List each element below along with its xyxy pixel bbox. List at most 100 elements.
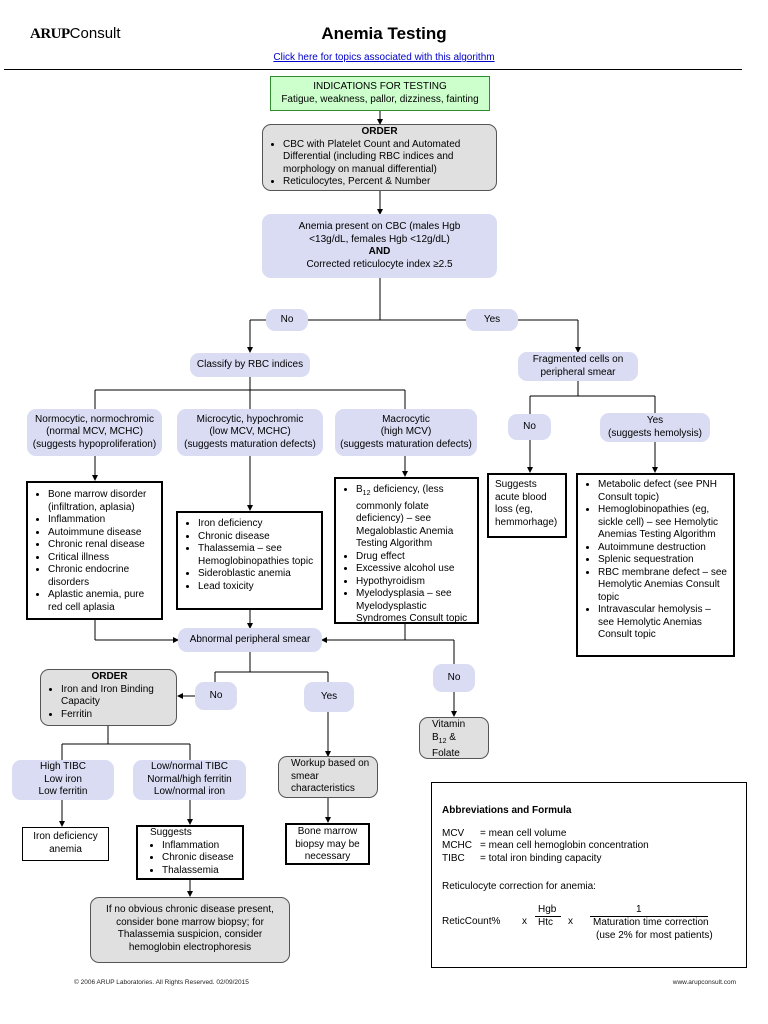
- macrocytic-l2: (high MCV): [380, 426, 432, 438]
- list-item: Myelodysplasia – see Myelodysplastic Syn…: [356, 588, 473, 626]
- b12-post: deficiency, (less commonly folate defici…: [356, 484, 454, 549]
- list-item: Thalassemia – see Hemoglobinopathies top…: [198, 543, 317, 568]
- vitamin-l3: Folate: [432, 748, 460, 759]
- microcytic-causes-box: Iron deficiency Chronic disease Thalasse…: [176, 511, 323, 610]
- abbrev-term: MCHC: [442, 840, 472, 851]
- acute-blood-loss-box: Suggests acute blood loss (eg, hemmorhag…: [487, 473, 567, 538]
- abbrev-def: = mean cell hemoglobin concentration: [480, 840, 649, 851]
- macrocytic-causes-box: B12 deficiency, (less commonly folate de…: [334, 477, 479, 624]
- list-item: Inflammation: [162, 840, 238, 853]
- microcytic-l2: (low MCV, MCHC): [209, 426, 291, 438]
- indications-box: INDICATIONS FOR TESTING Fatigue, weaknes…: [270, 76, 490, 111]
- high-tibc-l3: Low ferritin: [38, 786, 88, 798]
- microcytic-l1: Microcytic, hypochromic: [196, 413, 304, 425]
- normocytic-box: Normocytic, normochromic (normal MCV, MC…: [27, 409, 162, 456]
- vitamin-l1: Vitamin: [432, 719, 466, 730]
- list-item: Chronic renal disease: [48, 539, 157, 552]
- list-item: Drug effect: [356, 551, 473, 564]
- hemolysis-causes-box: Metabolic defect (see PNH Consult topic)…: [576, 473, 735, 657]
- list-item: Thalassemia: [162, 865, 238, 878]
- list-item: RBC membrane defect – see Hemolytic Anem…: [598, 567, 729, 605]
- page-title: Anemia Testing: [321, 24, 447, 43]
- abbrev-title: Abbreviations and Formula: [442, 805, 572, 816]
- list-item: Bone marrow disorder (infiltration, apla…: [48, 489, 157, 514]
- vit-b-sub: 12: [438, 737, 447, 745]
- indications-text: Fatigue, weakness, pallor, dizziness, fa…: [281, 93, 479, 105]
- yes-label: Yes: [466, 309, 518, 331]
- frac-line-1: [535, 915, 561, 917]
- list-item: CBC with Platelet Count and Automated Di…: [283, 139, 490, 177]
- suggests-list: Inflammation Chronic disease Thalassemia: [150, 840, 238, 878]
- b12-pre: B: [356, 484, 363, 495]
- topics-link[interactable]: Click here for topics associated with th…: [273, 52, 495, 63]
- low-tibc-l3: Low/normal iron: [153, 786, 226, 798]
- retic-title: Reticulocyte correction for anemia:: [442, 881, 596, 892]
- yes-hemolysis-box: Yes (suggests hemolysis): [600, 413, 710, 442]
- htc: Htc: [538, 916, 553, 928]
- vitamin-box: Vitamin B12 & Folate: [419, 717, 489, 759]
- list-item: Ferritin: [61, 709, 172, 722]
- low-tibc-l2: Normal/high ferritin: [147, 773, 232, 785]
- list-item: Autoimmune disease: [48, 527, 157, 540]
- list-item: Excessive alcohol use: [356, 563, 473, 576]
- vitamin-no-label: No: [433, 664, 475, 692]
- abbrev-row: TIBC= total iron binding capacity: [442, 853, 736, 866]
- macrocytic-l3: (suggests maturation defects): [340, 438, 472, 450]
- normocytic-l2: (normal MCV, MCHC): [46, 426, 143, 438]
- no-label: No: [266, 309, 308, 331]
- list-item: Chronic endocrine disorders: [48, 564, 157, 589]
- header-divider: [4, 69, 742, 70]
- normocytic-l3: (suggests hypoproliferation): [32, 438, 157, 450]
- list-item: Chronic disease: [198, 531, 317, 544]
- macrocytic-box: Macrocytic (high MCV) (suggests maturati…: [335, 409, 477, 456]
- abbrev-rows: MCV= mean cell volume MCHC = mean cell he…: [442, 828, 736, 866]
- logo: ARUPConsult: [30, 25, 121, 43]
- abbrev-term: TIBC: [442, 852, 465, 864]
- footer-url: www.arupconsult.com: [672, 979, 736, 986]
- normocytic-l1: Normocytic, normochromic: [35, 413, 154, 425]
- yes-hemolysis-l1: Yes: [646, 415, 664, 426]
- abbrev-row: MCV= mean cell volume: [442, 828, 736, 841]
- retic-label: ReticCount%: [442, 915, 501, 927]
- list-item: Aplastic anemia, pure red cell aplasia: [48, 589, 157, 614]
- list-item: Intravascular hemolysis – see Hemolytic …: [598, 604, 729, 642]
- times-2: x: [568, 915, 573, 927]
- high-tibc-box: High TIBC Low iron Low ferritin: [12, 760, 114, 800]
- normocytic-causes-box: Bone marrow disorder (infiltration, apla…: [26, 481, 163, 620]
- one: 1: [636, 903, 642, 915]
- indications-title: INDICATIONS FOR TESTING: [313, 81, 447, 92]
- suggests-title: Suggests: [150, 827, 192, 838]
- order-iron-box: ORDER Iron and Iron Binding Capacity Fer…: [40, 669, 177, 726]
- anemia-present-box: Anemia present on CBC (males Hgb <13g/dL…: [262, 214, 497, 278]
- list-item: Iron and Iron Binding Capacity: [61, 684, 172, 709]
- list-item: Splenic sequestration: [598, 554, 729, 567]
- vit-b-pre: B: [432, 731, 439, 743]
- microcytic-box: Microcytic, hypochromic (low MCV, MCHC) …: [177, 409, 323, 456]
- list-item: Metabolic defect (see PNH Consult topic): [598, 479, 729, 504]
- hemolysis-causes-list: Metabolic defect (see PNH Consult topic)…: [584, 479, 729, 642]
- logo-strong: ARUP: [30, 26, 70, 42]
- list-item: Sideroblastic anemia: [198, 568, 317, 581]
- list-item: Inflammation: [48, 514, 157, 527]
- smear-no-label: No: [195, 682, 237, 710]
- logo-light: Consult: [69, 25, 121, 42]
- times-1: x: [522, 915, 527, 927]
- fragmented-cells-box: Fragmented cells on peripheral smear: [518, 352, 638, 381]
- suggests-box: Suggests Inflammation Chronic disease Th…: [136, 825, 244, 880]
- list-item: Critical illness: [48, 552, 157, 565]
- bone-marrow-box: Bone marrow biopsy may be necessary: [285, 823, 370, 865]
- order-iron-list: Iron and Iron Binding Capacity Ferritin: [47, 684, 172, 722]
- high-tibc-l2: Low iron: [44, 773, 82, 785]
- vitamin-l2: B12 &: [432, 732, 488, 749]
- order-list: CBC with Platelet Count and Automated Di…: [269, 139, 490, 189]
- abbreviations-box: Abbreviations and Formula MCV= mean cell…: [431, 782, 747, 968]
- abbrev-term: MCV: [442, 827, 465, 839]
- use-note: (use 2% for most patients): [596, 929, 713, 941]
- if-no-chronic-box: If no obvious chronic disease present, c…: [90, 897, 290, 963]
- frac-line-2: [590, 915, 708, 917]
- list-item: Chronic disease: [162, 852, 238, 865]
- anemia-line1: Anemia present on CBC (males Hgb <13g/dL…: [298, 221, 461, 245]
- abnormal-smear-box: Abnormal peripheral smear: [178, 628, 322, 652]
- list-item: Autoimmune destruction: [598, 542, 729, 555]
- list-item: Reticulocytes, Percent & Number: [283, 176, 490, 189]
